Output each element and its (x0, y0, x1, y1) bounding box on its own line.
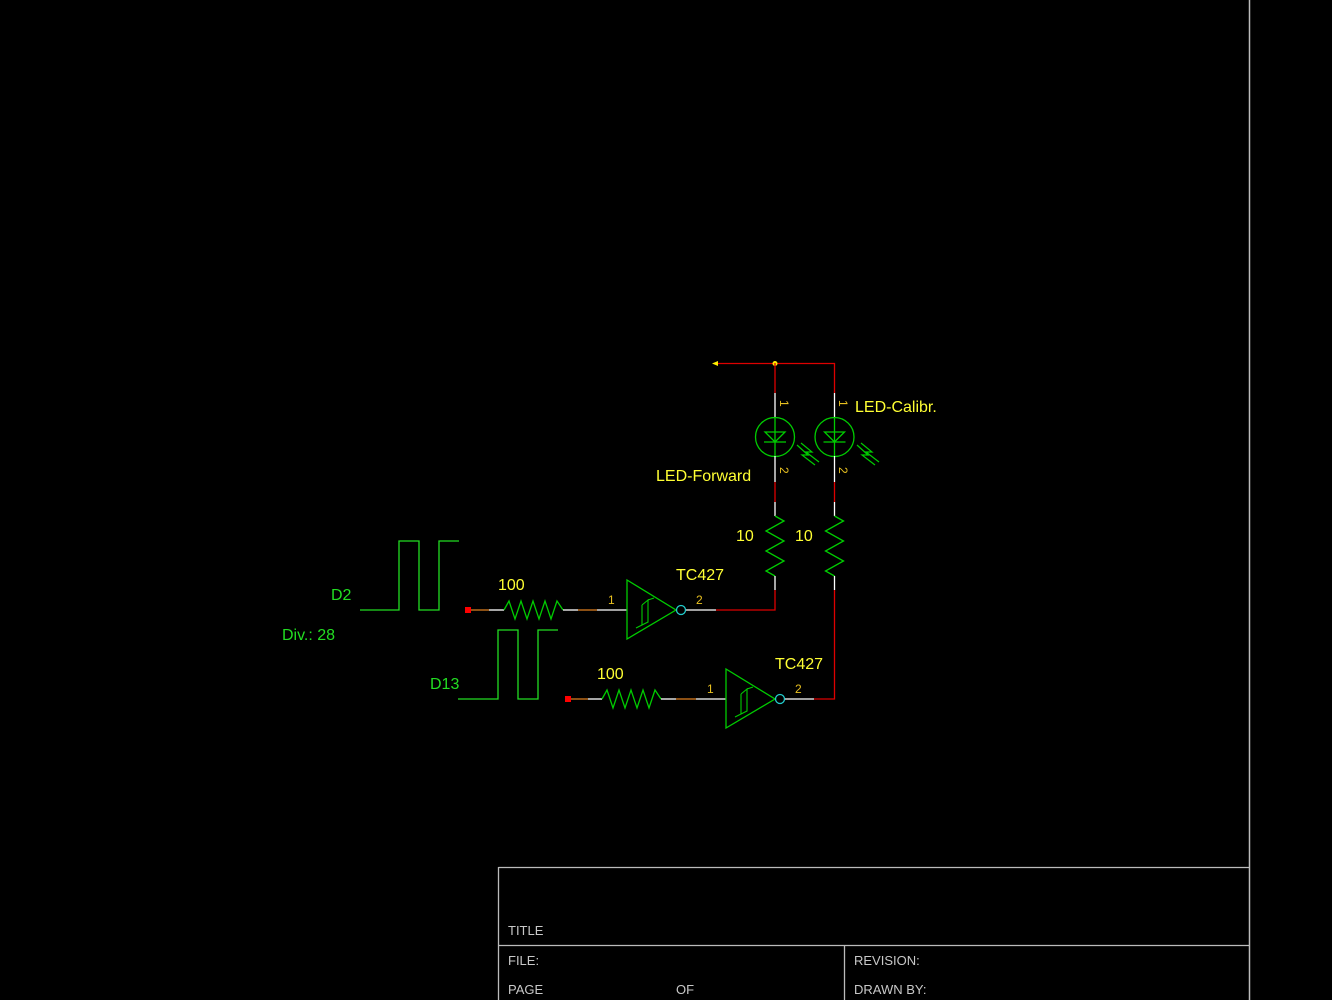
signal-d2[interactable]: D2 Div.: 28 (282, 540, 459, 644)
led-calibr[interactable]: 1 2 LED-Calibr. (814, 393, 937, 502)
light-emission-icon (796, 444, 816, 466)
square-wave-icon (458, 629, 558, 700)
channel-2[interactable]: 100 1 2 TC427 (565, 590, 836, 730)
tc427-driver-2[interactable] (725, 667, 777, 730)
title-block: TITLE FILE: PAGE OF REVISION: DRAWN BY: (497, 866, 1250, 1000)
led-forward-pin-2: 2 (777, 467, 791, 474)
resistor-value: 10 (795, 528, 813, 545)
signal-d13[interactable]: D13 (430, 629, 558, 700)
file-label: FILE: (508, 953, 539, 968)
pin-out: 2 (795, 682, 802, 696)
led-forward-label: LED-Forward (656, 468, 751, 485)
inversion-bubble (675, 604, 687, 616)
off-page-arrow-icon (712, 361, 718, 366)
square-wave-icon (360, 540, 459, 611)
driver-part-label: TC427 (676, 567, 724, 584)
led-forward[interactable]: 1 2 LED-Forward (656, 393, 820, 502)
led-calibr-pin-2: 2 (836, 467, 850, 474)
led-calibr-label: LED-Calibr. (855, 399, 937, 416)
pin-in: 1 (608, 593, 615, 607)
resistor-in-2[interactable] (601, 687, 662, 711)
resistor-led-1[interactable]: 10 (736, 502, 786, 590)
signal-d2-label: D2 (331, 587, 352, 604)
page-label: PAGE (508, 982, 543, 997)
resistor-value: 100 (597, 666, 624, 683)
resistor-led-2[interactable]: 10 (795, 502, 845, 590)
driver-part-label: TC427 (775, 656, 823, 673)
channel-1[interactable]: 100 1 2 TC427 (465, 567, 776, 641)
revision-label: REVISION: (854, 953, 920, 968)
resistor-value: 100 (498, 577, 525, 594)
of-label: OF (676, 982, 694, 997)
led-forward-pin-1: 1 (777, 400, 791, 407)
drawn-by-label: DRAWN BY: (854, 982, 926, 997)
led-calibr-pin-1: 1 (836, 400, 850, 407)
top-rail-net[interactable] (712, 361, 836, 393)
signal-d2-divider: Div.: 28 (282, 627, 335, 644)
resistor-in-1[interactable] (503, 598, 564, 622)
signal-d13-label: D13 (430, 676, 459, 693)
tc427-driver-1[interactable] (626, 578, 678, 641)
input-port[interactable] (465, 607, 471, 613)
light-emission-icon (856, 444, 876, 466)
pin-out: 2 (696, 593, 703, 607)
input-port[interactable] (565, 696, 571, 702)
resistor-value: 10 (736, 528, 754, 545)
title-label: TITLE (508, 923, 544, 938)
inversion-bubble (774, 693, 786, 705)
pin-in: 1 (707, 682, 714, 696)
